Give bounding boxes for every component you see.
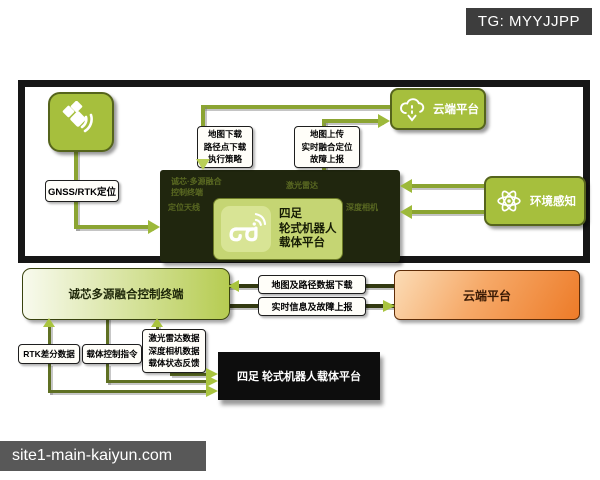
env-connector-2 — [410, 210, 484, 214]
upload-link-label: 实时信息及故障上报 — [258, 297, 366, 316]
satellite-icon — [60, 100, 102, 144]
arrow-into-platform-left — [148, 220, 160, 234]
corner-depth-camera-label: 深度相机 — [346, 203, 378, 212]
robot-platform-node-bottom: 四足 轮式机器人载体平台 — [218, 352, 380, 400]
control-terminal-node: 诚芯多源融合控制终端 — [22, 268, 230, 320]
gnss-connector-horizontal — [74, 225, 152, 229]
corner-antenna-label: 定位天线 — [168, 203, 200, 212]
arrow-rtk-into-robot — [206, 385, 218, 397]
cloud-download-icon — [397, 96, 427, 123]
cloud-platform-node-top: 云端平台 — [390, 88, 486, 130]
note-line: 执行策略 — [207, 154, 242, 165]
corner-terminal-label: 诚芯·多源融合 控制终端 — [171, 177, 222, 197]
arrow-into-platform-top — [196, 159, 210, 170]
arrow-into-terminal — [228, 280, 239, 292]
arrow-sensor-into-terminal — [151, 318, 163, 327]
command-route-horizontal — [106, 380, 208, 383]
sensor-feedback-label: 激光雷达数据 深度相机数据 载体状态反馈 — [142, 329, 206, 373]
note-line: 故障上报 — [309, 154, 344, 165]
note-line: 地图下载 — [207, 128, 242, 139]
robot-platform-title: 四足 轮式机器人 载体平台 — [279, 207, 337, 250]
environment-perception-label: 环境感知 — [530, 196, 576, 208]
environment-perception-node: 环境感知 — [484, 176, 586, 226]
rtk-data-label: RTK差分数据 — [18, 344, 80, 364]
upload-horizontal — [322, 119, 382, 123]
arrow-env-to-platform-2 — [400, 205, 412, 219]
upload-flow-note: 地图上传 实时融合定位 故障上报 — [294, 126, 360, 168]
control-command-label: 载体控制指令 — [82, 344, 142, 364]
arrow-into-cloud — [378, 114, 390, 128]
rtk-line — [48, 324, 51, 344]
note-line: 地图上传 — [309, 128, 344, 139]
arrow-sensor-into-robot — [206, 368, 218, 380]
note-line: 路径点下载 — [203, 141, 247, 152]
sensor-line-text: 激光雷达数据 — [148, 332, 200, 343]
cloud-platform-label-top: 云端平台 — [433, 104, 479, 116]
robot-dog-icon — [221, 206, 271, 252]
robot-platform-assembly: 诚芯·多源融合 控制终端 激光雷达 定位天线 深度相机 四足 轮式机器人 载体平… — [160, 170, 400, 262]
command-line — [106, 318, 109, 344]
command-route-vertical — [106, 364, 109, 383]
tg-watermark-badge: TG: MYYJJPP — [465, 8, 592, 35]
rtk-route-horizontal — [48, 390, 208, 393]
download-link-label: 地图及路径数据下载 — [258, 275, 366, 294]
note-line: 实时融合定位 — [301, 141, 353, 152]
arrow-into-cloud-bottom — [383, 300, 395, 312]
env-connector-1 — [410, 184, 484, 188]
atom-icon — [494, 186, 524, 216]
corner-lidar-label: 激光雷达 — [286, 181, 318, 190]
gnss-rtk-label: GNSS/RTK定位 — [45, 180, 119, 202]
arrow-rtk-into-terminal — [43, 318, 55, 327]
sensor-line-text: 载体状态反馈 — [148, 358, 200, 369]
cloud-download-horizontal — [201, 105, 391, 109]
rtk-route-vertical — [48, 364, 51, 393]
robot-platform-card: 四足 轮式机器人 载体平台 — [213, 198, 343, 260]
arrow-env-to-platform-1 — [400, 179, 412, 193]
site-watermark-badge: site1-main-kaiyun.com — [0, 441, 206, 471]
sensor-line-text: 深度相机数据 — [148, 345, 200, 356]
sensor-route-horizontal — [170, 373, 208, 376]
cloud-platform-node-bottom: 云端平台 — [394, 270, 580, 320]
gnss-satellite-node — [48, 92, 114, 152]
